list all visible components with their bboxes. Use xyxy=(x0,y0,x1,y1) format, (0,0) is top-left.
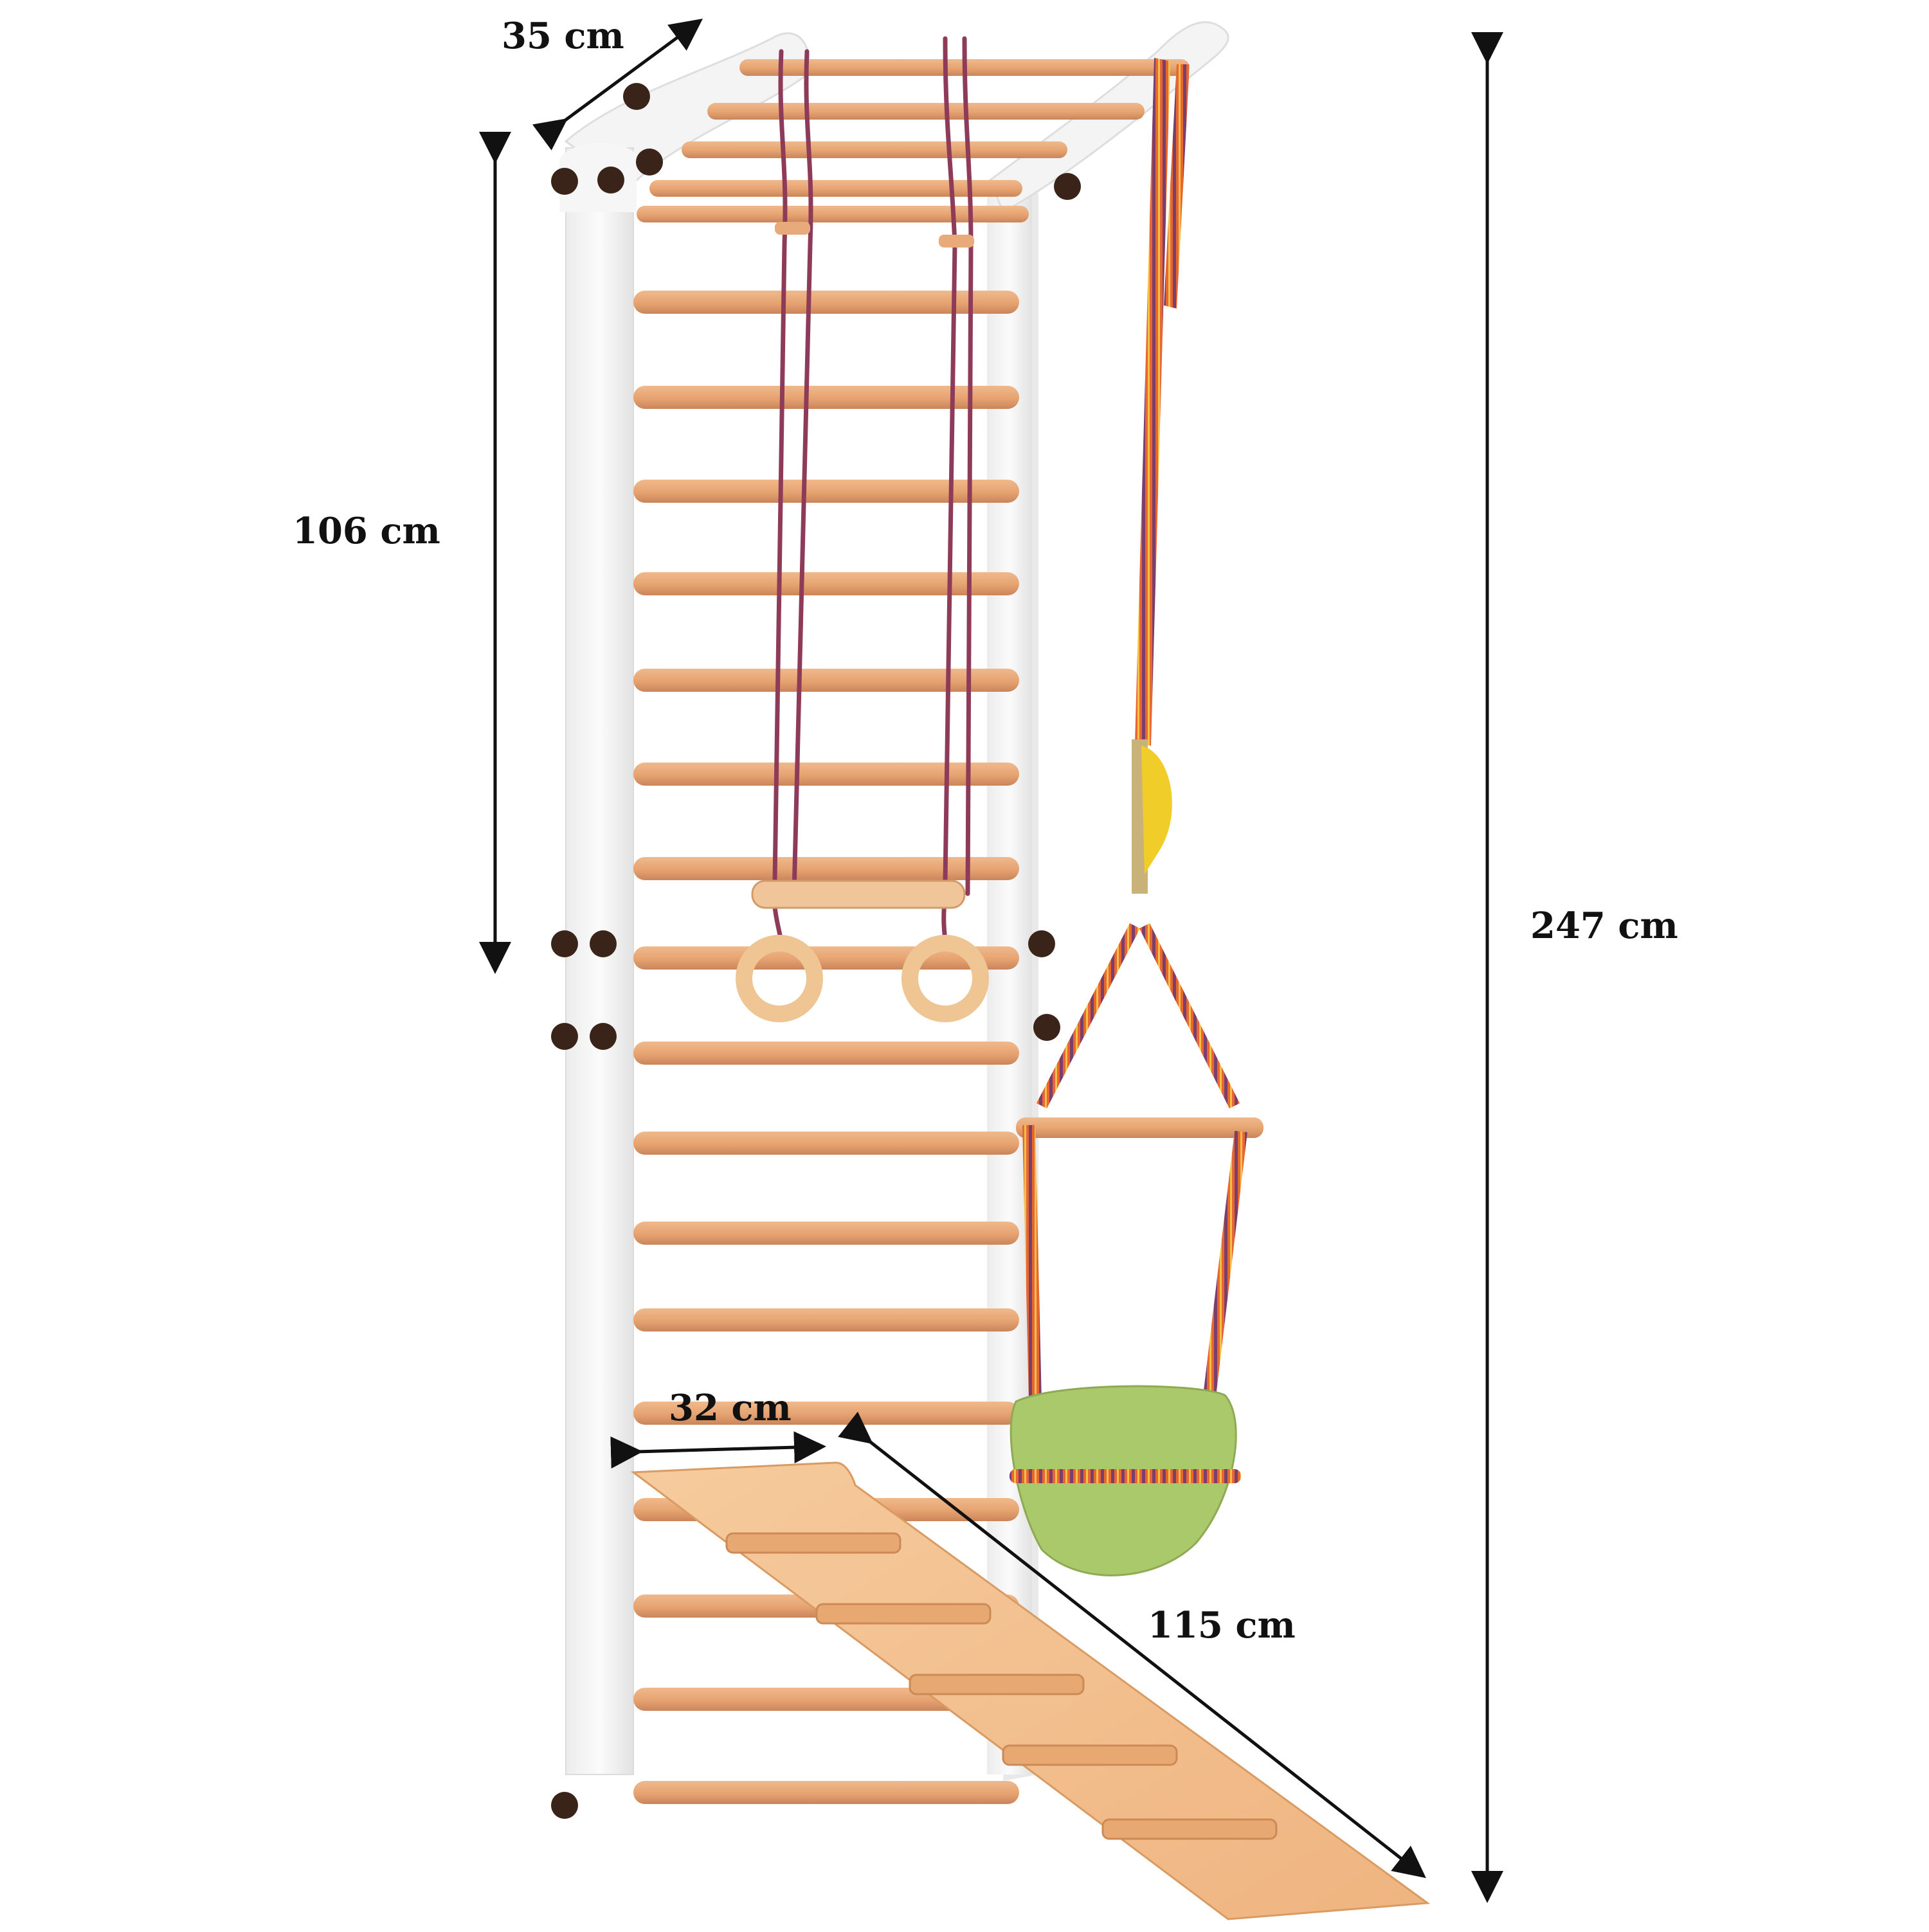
arrow-slide-width xyxy=(610,1431,826,1469)
ladder-rung xyxy=(633,1308,1019,1332)
arrow-top-depth xyxy=(532,19,703,150)
ladder-rungs xyxy=(633,291,1019,1804)
front-frame-post xyxy=(559,142,637,1775)
slide-cleat xyxy=(909,1674,1085,1695)
bolt xyxy=(551,1023,578,1050)
back-frame-post xyxy=(987,186,1038,1781)
dimension-arrows xyxy=(479,19,1503,1903)
ladder-rung xyxy=(633,669,1019,692)
bolt xyxy=(551,1792,578,1819)
baby-jumper xyxy=(1010,58,1263,1576)
ladder-rung xyxy=(633,763,1019,786)
ladder-rung xyxy=(633,857,1019,880)
ladder-rung xyxy=(633,291,1019,314)
ladder-rung xyxy=(633,480,1019,503)
label-slide-length: 115 cm xyxy=(1148,1604,1296,1647)
bolt xyxy=(1054,173,1081,200)
bolt xyxy=(551,930,578,957)
top-canopy xyxy=(564,21,1229,222)
label-slide-width: 32 cm xyxy=(669,1387,792,1429)
ladder-rung xyxy=(633,1222,1019,1245)
bolt xyxy=(590,930,617,957)
label-upper-height: 106 cm xyxy=(293,510,440,552)
bolt xyxy=(623,83,650,110)
arrow-slide-length xyxy=(838,1411,1426,1879)
ladder-rung xyxy=(633,386,1019,409)
label-top-depth: 35 cm xyxy=(502,15,624,57)
bolt xyxy=(636,149,663,176)
slide-cleat xyxy=(1101,1818,1278,1840)
ladder-rung xyxy=(633,1781,1019,1804)
bolt xyxy=(1033,1014,1060,1041)
bolt xyxy=(590,1023,617,1050)
label-total-height: 247 cm xyxy=(1530,905,1678,947)
bolt xyxy=(551,168,578,195)
slide-cleat xyxy=(1002,1744,1178,1766)
ladder-rung xyxy=(633,1132,1019,1155)
ladder-rung xyxy=(633,572,1019,595)
bolt xyxy=(1028,930,1055,957)
slide-cleat xyxy=(815,1603,992,1625)
trapeze-and-rings xyxy=(736,36,989,1022)
slide-cleat xyxy=(725,1532,901,1554)
ladder-rung xyxy=(633,1042,1019,1065)
bolt xyxy=(597,167,624,194)
